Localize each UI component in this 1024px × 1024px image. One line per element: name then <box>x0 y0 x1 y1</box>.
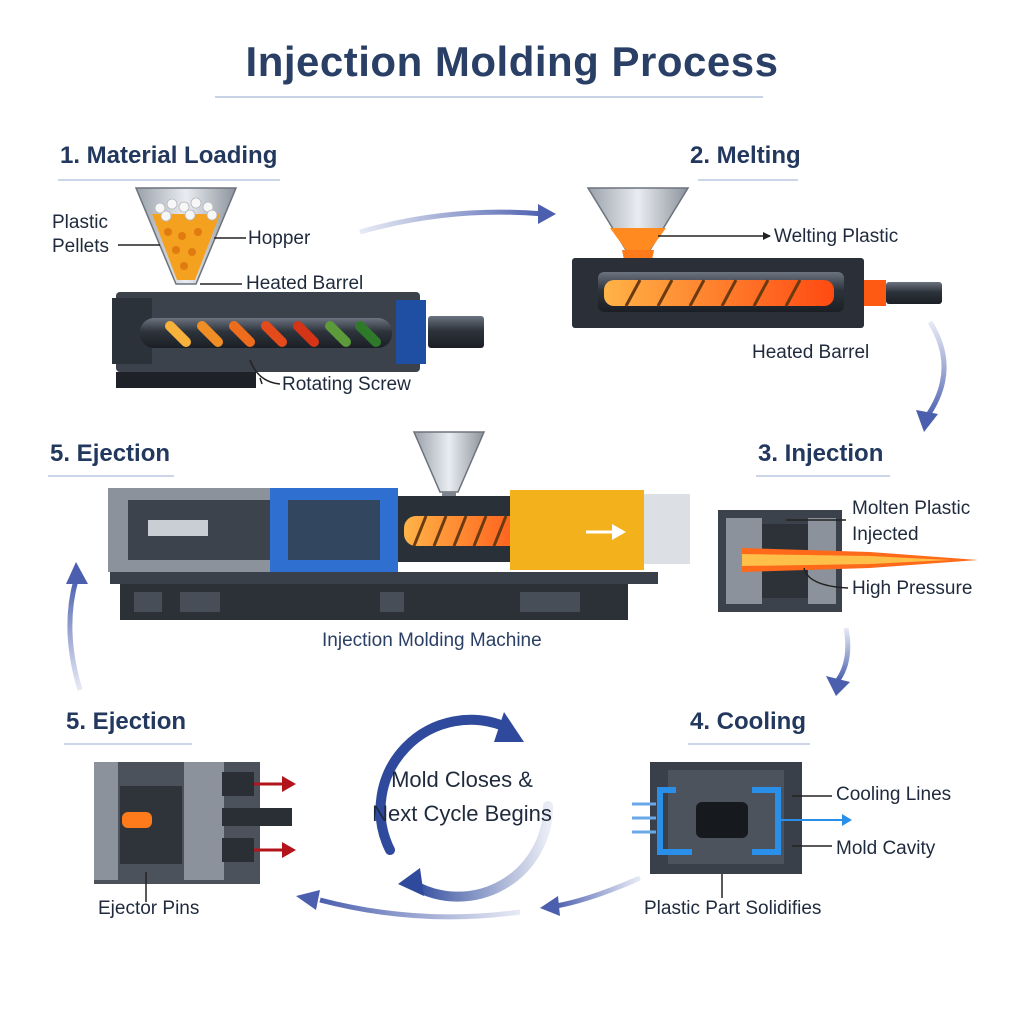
nozzle <box>428 316 484 348</box>
step-3-heading: 3. Injection <box>758 440 884 467</box>
machine-illustration <box>108 431 690 620</box>
melting-label: Welting Plastic <box>774 226 899 247</box>
ejector-pins-label: Ejector Pins <box>98 898 200 919</box>
machine-caption: Injection Molding Machine <box>322 630 542 651</box>
step-5-heading-bottom: 5. Ejection <box>66 708 187 735</box>
step-5-heading-top: 5. Ejection <box>50 440 171 467</box>
step-1-heading: 1. Material Loading <box>60 142 278 169</box>
hopper-label: Hopper <box>248 228 311 249</box>
molten-label-line1: Molten Plastic <box>852 498 971 519</box>
flow-arrow-cycle-to-5 <box>319 897 521 920</box>
solidifies-label: Plastic Part Solidifies <box>644 898 822 919</box>
step-2-underline <box>698 179 798 181</box>
pressure-label: High Pressure <box>852 578 973 599</box>
molten-label-line2: Injected <box>852 524 919 545</box>
step-4-illustration <box>632 762 852 898</box>
screw-leader <box>249 359 281 385</box>
mold-cavity-label: Mold Cavity <box>836 838 936 859</box>
flow-arrow-1-to-2 <box>359 209 545 235</box>
machine-hopper-icon <box>412 431 486 493</box>
cooling-line-left <box>657 787 692 855</box>
cooling-line-right <box>752 787 781 855</box>
diagram-title: Injection Molding Process <box>245 38 779 85</box>
cycle-arrow-bottom <box>407 801 554 902</box>
cycle-text-line1: Mold Closes & <box>391 767 533 792</box>
mold-cavity <box>696 802 748 838</box>
step-3-underline <box>756 475 890 477</box>
cycle-arrow-top <box>375 714 513 855</box>
pellets-label-line2: Pellets <box>52 236 110 257</box>
melting-barrel-label: Heated Barrel <box>752 342 870 363</box>
flow-arrow-3-to-4 <box>835 627 851 682</box>
ejector-arrow-icon-2 <box>282 842 296 858</box>
step-5-illustration <box>94 762 296 902</box>
pellets-label-line1: Plastic <box>52 212 108 233</box>
step-2-heading: 2. Melting <box>690 142 801 169</box>
step-1-underline <box>58 179 280 181</box>
melting-nozzle <box>886 282 942 304</box>
ejector-arrow-icon <box>282 776 296 792</box>
title-underline <box>215 96 763 98</box>
step-5-bottom-underline <box>64 743 192 745</box>
pressure-leader <box>803 567 849 589</box>
step-3-illustration <box>718 510 978 612</box>
step-4-underline <box>688 743 810 745</box>
flow-arrow-4-cycle <box>555 875 642 909</box>
step-1-illustration <box>112 187 484 388</box>
step-5-top-underline <box>48 475 174 477</box>
mold-yellow-section <box>510 490 644 570</box>
ejected-part <box>122 812 152 828</box>
cooling-lines-label: Cooling Lines <box>836 784 952 805</box>
step-4-heading: 4. Cooling <box>690 708 806 735</box>
flow-arrow-5-to-top <box>67 579 83 691</box>
cycle-text-line2: Next Cycle Begins <box>372 801 552 826</box>
barrel-label: Heated Barrel <box>246 273 364 294</box>
step-2-illustration <box>572 187 942 328</box>
screw-label: Rotating Screw <box>282 374 411 395</box>
flow-arrow-2-to-3 <box>923 320 947 420</box>
